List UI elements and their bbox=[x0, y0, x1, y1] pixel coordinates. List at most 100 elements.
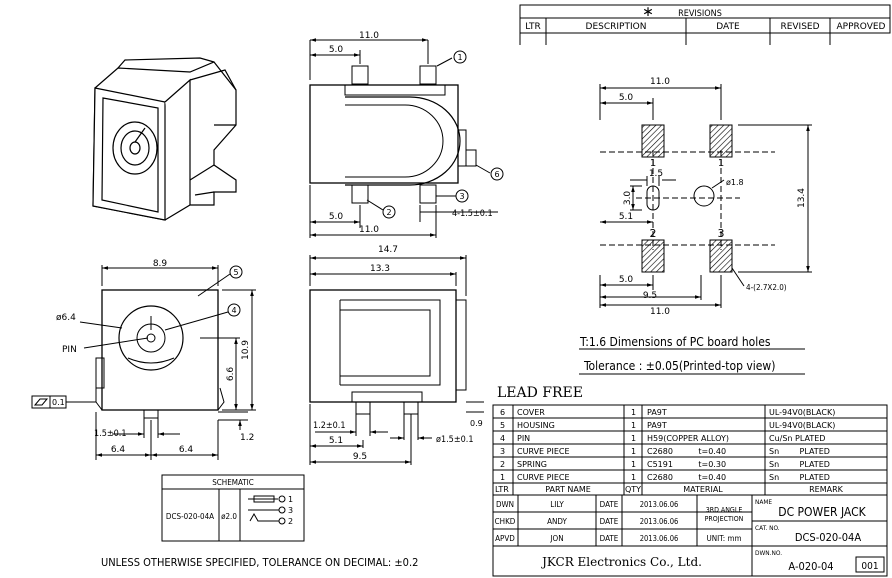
bom-table: 6 COVER 1 PA9T UL-94V0(BLACK) 5 HOUSING … bbox=[495, 408, 844, 494]
tb-date: 2013.06.06 bbox=[640, 517, 679, 526]
tb-date: 2013.06.06 bbox=[640, 534, 679, 543]
schematic-size: ø2.0 bbox=[221, 512, 237, 521]
pcb-dim-height: 13.4 bbox=[797, 188, 807, 208]
tb-role: CHKD bbox=[495, 517, 516, 526]
schematic-pin-2: 2 bbox=[288, 517, 293, 526]
tb-date-label: DATE bbox=[600, 517, 619, 526]
bom-header-remark: REMARK bbox=[809, 485, 844, 494]
bom-name: HOUSING bbox=[517, 421, 555, 430]
tb-company: JKCR Electronics Co., Ltd. bbox=[540, 555, 702, 569]
bom-name: CURVE PIECE bbox=[517, 473, 570, 482]
bom-ltr: 5 bbox=[500, 421, 505, 430]
tb-unit: UNIT: mm bbox=[706, 534, 741, 543]
top-dim-bottom-left: 5.0 bbox=[329, 212, 344, 222]
bom-remark: Sn PLATED bbox=[769, 460, 830, 469]
schematic-pin-1: 1 bbox=[288, 495, 293, 504]
tb-cat-label: CAT. NO. bbox=[755, 524, 780, 532]
bom-ltr: 4 bbox=[500, 434, 505, 443]
rev-header-revised: REVISED bbox=[780, 22, 819, 32]
bom-header-name: PART NAME bbox=[545, 485, 591, 494]
top-tol-pins: 4-1.5±0.1 bbox=[452, 209, 493, 219]
side-dim-pin-width: 1.2±0.1 bbox=[313, 421, 346, 431]
tb-cat: DCS-020-04A bbox=[795, 531, 861, 544]
front-dim-diameter: ø6.4 bbox=[56, 313, 76, 323]
front-dim-width: 8.9 bbox=[153, 259, 168, 269]
bom-table-grid bbox=[492, 404, 888, 496]
side-dim-span: 9.5 bbox=[353, 452, 367, 462]
schematic-box bbox=[161, 474, 305, 542]
bom-qty: 1 bbox=[631, 460, 636, 469]
tb-person: LILY bbox=[550, 500, 564, 509]
tb-name: DC POWER JACK bbox=[778, 505, 866, 519]
pcb-dim-hole-diameter: ø1.8 bbox=[726, 178, 744, 187]
top-dim-left: 5.0 bbox=[329, 45, 344, 55]
bom-material: PA9T bbox=[647, 408, 667, 417]
front-dim-right: 1.2 bbox=[240, 433, 254, 443]
tb-person: ANDY bbox=[547, 517, 567, 526]
bom-qty: 1 bbox=[631, 421, 636, 430]
schematic-title: SCHEMATIC bbox=[212, 478, 254, 487]
front-dim-center: 6.6 bbox=[226, 367, 236, 382]
callout-4: 4 bbox=[231, 306, 236, 315]
bom-material: PA9T bbox=[647, 421, 667, 430]
bom-name: PIN bbox=[517, 434, 530, 443]
bom-ltr: 2 bbox=[500, 460, 505, 469]
tb-dwn: A-020-04 bbox=[788, 560, 833, 573]
bom-material: C2680 t=0.40 bbox=[647, 447, 726, 456]
bom-material: C2680 t=0.40 bbox=[647, 473, 726, 482]
top-dim-bottom-overall: 11.0 bbox=[359, 225, 379, 235]
bom-name: COVER bbox=[517, 408, 545, 417]
title-block: DWN LILY DATE 2013.06.06 CHKD ANDY DATE … bbox=[495, 498, 879, 573]
tb-person: JON bbox=[549, 534, 563, 543]
pcb-layout bbox=[579, 84, 812, 375]
title-block-grid bbox=[492, 494, 888, 577]
pad-number-2: 2 bbox=[650, 227, 657, 240]
callout-6: 6 bbox=[494, 170, 499, 179]
bom-header-ltr: LTR bbox=[495, 485, 509, 494]
front-dim-pin: 1.5±0.1 bbox=[94, 429, 127, 439]
pcb-dim-overall: 11.0 bbox=[650, 77, 670, 87]
pad-number-1a: 1 bbox=[650, 158, 656, 169]
top-dim-overall: 11.0 bbox=[359, 31, 379, 41]
front-dim-half-right: 6.4 bbox=[179, 445, 194, 455]
bom-remark: UL-94V0(BLACK) bbox=[769, 421, 835, 430]
bom-remark: UL-94V0(BLACK) bbox=[769, 408, 835, 417]
front-flatness-value: 0.1 bbox=[52, 398, 65, 407]
pcb-dim-offset: 5.1 bbox=[619, 212, 633, 222]
tb-date-label: DATE bbox=[600, 534, 619, 543]
bom-ltr: 1 bbox=[500, 473, 505, 482]
bom-header-qty: QTY bbox=[625, 485, 641, 494]
bom-material: H59(COPPER ALLOY) bbox=[647, 434, 729, 443]
front-pin-label: PIN bbox=[62, 345, 77, 355]
lead-free-label: LEAD FREE bbox=[497, 385, 583, 401]
side-view bbox=[309, 255, 484, 465]
callout-3: 3 bbox=[459, 192, 464, 201]
front-dim-height: 10.9 bbox=[241, 340, 251, 360]
bom-remark: Cu/Sn PLATED bbox=[769, 434, 825, 443]
tb-projection-line2: PROJECTION bbox=[705, 515, 744, 523]
pcb-dim-bottom-left: 5.0 bbox=[619, 275, 634, 285]
front-view bbox=[31, 265, 256, 460]
pcb-dim-bottom-span: 9.5 bbox=[643, 291, 657, 301]
isometric-view bbox=[92, 57, 237, 221]
rev-header-description: DESCRIPTION bbox=[586, 22, 647, 32]
rev-header-date: DATE bbox=[716, 22, 740, 32]
pcb-title: T:1.6 Dimensions of PC board holes bbox=[579, 335, 771, 349]
pcb-dim-hole-width: 1.5 bbox=[649, 169, 663, 179]
tb-date: 2013.06.06 bbox=[640, 500, 679, 509]
tb-dwn-label: DWN.NO. bbox=[755, 549, 782, 557]
bom-remark: Sn PLATED bbox=[769, 473, 830, 482]
bom-remark: Sn PLATED bbox=[769, 447, 830, 456]
callout-1: 1 bbox=[457, 53, 462, 62]
tb-role: APVD bbox=[495, 534, 515, 543]
top-view bbox=[309, 38, 504, 238]
tolerance-note: UNLESS OTHERWISE SPECIFIED, TOLERANCE ON… bbox=[101, 556, 418, 569]
bom-qty: 1 bbox=[631, 434, 636, 443]
bom-name: CURVE PIECE bbox=[517, 447, 570, 456]
rev-header-approved: APPROVED bbox=[837, 22, 886, 32]
schematic-part: DCS-020-04A bbox=[166, 512, 214, 521]
revisions-title: REVISIONS bbox=[678, 9, 722, 19]
callout-2: 2 bbox=[386, 208, 391, 217]
bom-name: SPRING bbox=[517, 460, 547, 469]
